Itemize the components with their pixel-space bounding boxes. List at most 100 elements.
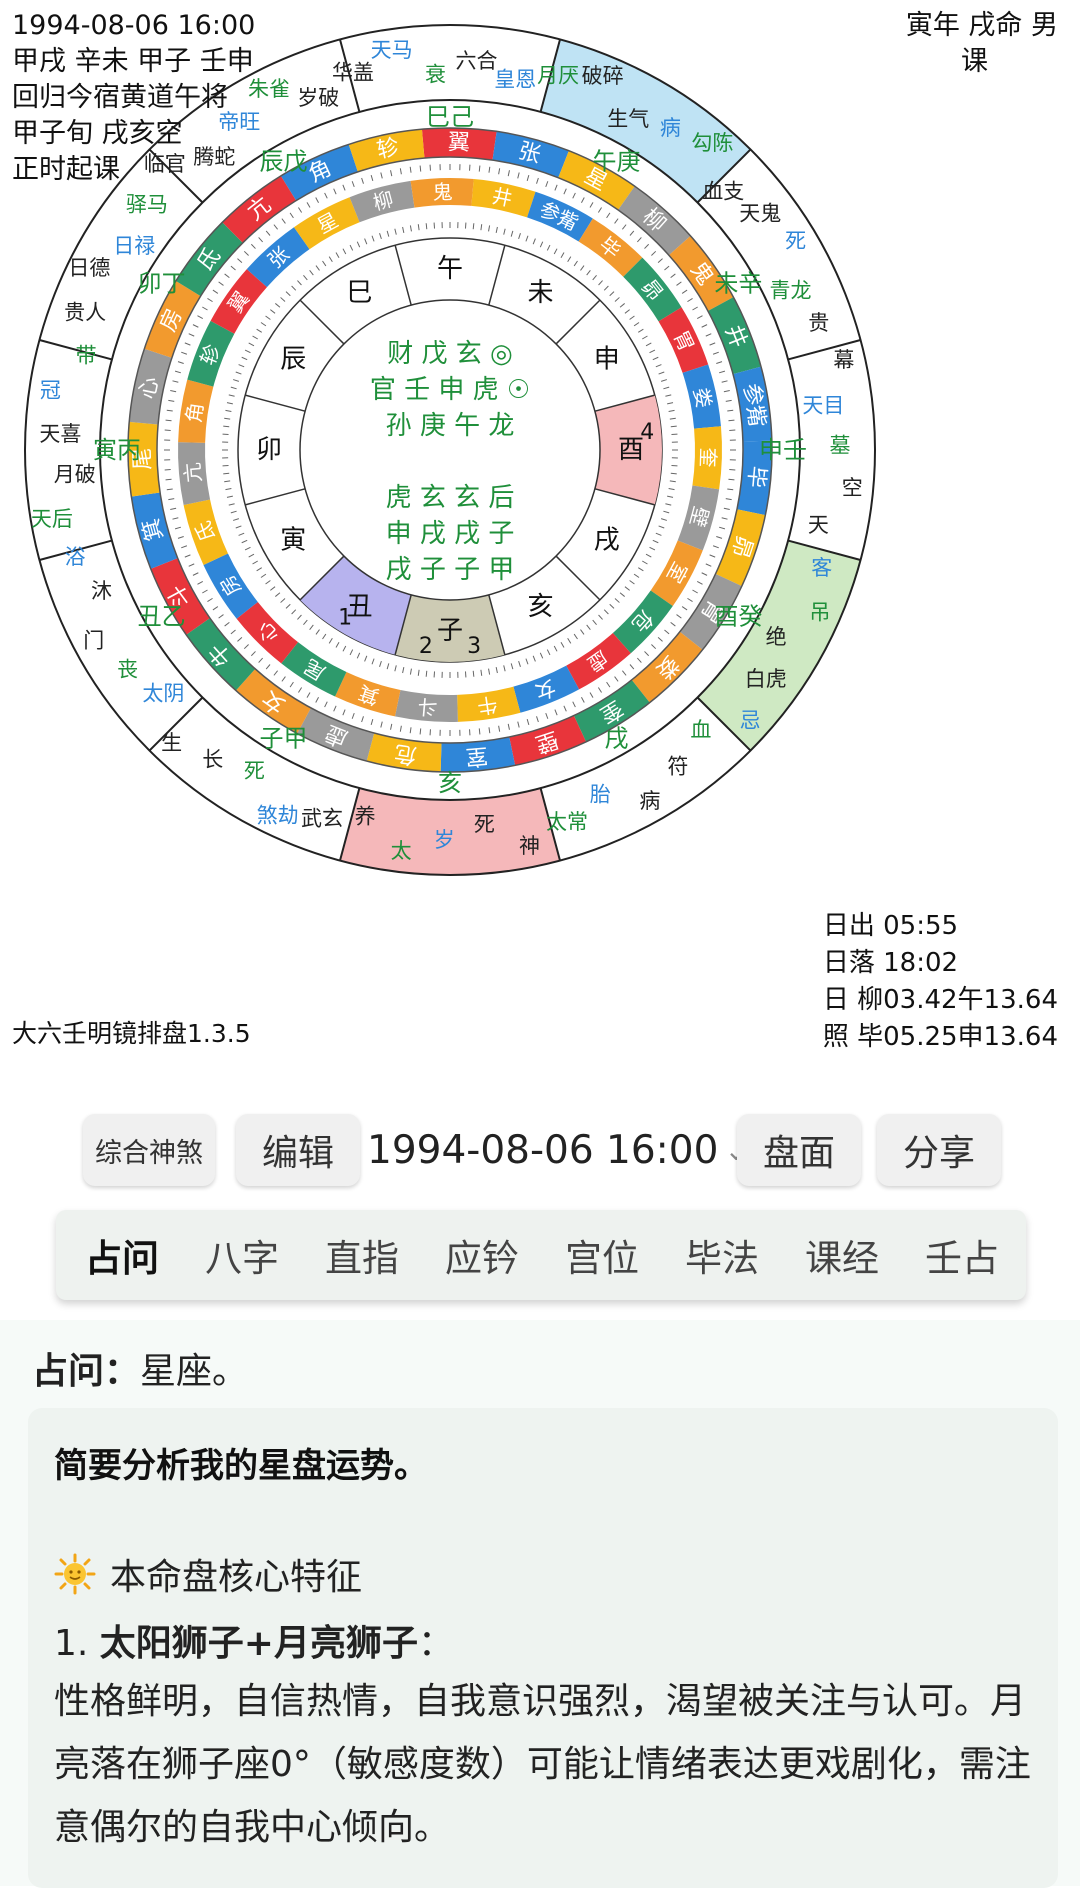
tick-mark [362, 716, 364, 722]
tick-mark [350, 650, 353, 655]
inner-mansion-label: 斗 [417, 694, 439, 720]
tick-mark [167, 489, 173, 490]
ring-label: 死 [785, 229, 806, 253]
tick-mark [213, 607, 218, 610]
tick-mark [266, 580, 271, 584]
tick-mark [420, 728, 421, 734]
tick-mark [481, 224, 482, 230]
tick-mark [540, 653, 542, 658]
tick-mark [519, 661, 521, 667]
tick-mark [511, 231, 513, 237]
tick-mark [527, 175, 529, 181]
tick-mark [223, 426, 229, 427]
tick-mark [702, 573, 707, 576]
tick-mark [166, 479, 172, 480]
tick-mark [231, 630, 236, 634]
tick-mark [728, 479, 734, 480]
outer-palace-label: 申壬 [759, 436, 807, 464]
tab-zhizhi[interactable]: 直指 [307, 1210, 417, 1300]
tick-mark [682, 290, 687, 293]
tick-mark [526, 236, 528, 242]
tick-mark [661, 380, 667, 382]
tick-mark [574, 634, 577, 639]
tick-mark [387, 663, 389, 669]
tick-mark [496, 227, 497, 233]
tick-mark [697, 581, 702, 584]
sun-icon [54, 1553, 96, 1595]
ring-label: 血支 [702, 180, 744, 204]
tick-mark [224, 481, 230, 482]
ring-label: 天目 [802, 394, 844, 418]
tick-mark [554, 249, 557, 254]
tick-mark [325, 193, 328, 198]
tick-mark [716, 362, 722, 364]
tick-mark [561, 253, 564, 258]
chart-pillars: 甲戌 辛未 甲子 壬申 [12, 44, 255, 80]
tick-mark [645, 651, 649, 655]
inner-mansion-label: 角 [181, 401, 208, 424]
shensha-button[interactable]: 综合神煞 [83, 1114, 215, 1186]
toolbar: 综合神煞 编辑 1994-08-06 16:00 ⌄ 盘面 分享 [0, 1110, 1080, 1190]
tick-mark [231, 511, 237, 513]
tick-mark [372, 236, 374, 242]
tab-kejing[interactable]: 课经 [787, 1210, 897, 1300]
tab-bifa[interactable]: 毕法 [667, 1210, 777, 1300]
tick-mark [504, 229, 505, 235]
ring-label: 天 [808, 513, 829, 537]
tick-mark [479, 166, 480, 172]
tick-mark [197, 581, 202, 584]
tick-mark [275, 303, 280, 307]
tick-mark [229, 395, 235, 396]
tick-mark [251, 244, 255, 248]
tab-yingqian[interactable]: 应钤 [427, 1210, 537, 1300]
ring-label: 沐 [91, 579, 112, 603]
tab-gongwei[interactable]: 宫位 [547, 1210, 657, 1300]
tab-bazi[interactable]: 八字 [187, 1210, 297, 1300]
tick-mark [724, 508, 730, 509]
ring-label: 带 [76, 343, 97, 367]
point-colon: ： [418, 1623, 454, 1664]
tick-mark [677, 282, 682, 286]
ring-label: 天后 [31, 507, 73, 531]
tick-mark [403, 227, 404, 233]
tick-mark [197, 316, 202, 319]
tick-mark [391, 170, 392, 176]
ring-label: 贵人 [64, 300, 106, 324]
tick-mark [170, 508, 176, 509]
chart-view-button[interactable]: 盘面 [737, 1114, 861, 1186]
tick-mark [630, 316, 635, 320]
tick-mark [189, 564, 194, 566]
tab-zhanwen[interactable]: 占问 [67, 1210, 177, 1300]
tick-mark [651, 251, 655, 255]
tick-mark [590, 202, 593, 207]
ring-label: 月厌 [537, 63, 579, 87]
outer-mansion-label: 危 [393, 740, 418, 768]
tick-mark [178, 537, 184, 539]
tick-mark [233, 380, 239, 382]
tick-mark [598, 687, 601, 692]
tick-mark [533, 656, 535, 662]
share-button[interactable]: 分享 [877, 1114, 1001, 1186]
tick-mark [671, 622, 676, 626]
tick-mark [418, 670, 419, 676]
tick-mark [225, 274, 230, 278]
tab-renzhan[interactable]: 壬占 [907, 1210, 1017, 1300]
ring-label: 符 [667, 754, 688, 778]
center-line: 孙 庚 午 龙 [386, 411, 515, 441]
outer-palace-label: 未辛 [714, 270, 762, 298]
tick-mark [667, 403, 673, 404]
tick-mark [193, 573, 198, 576]
tick-mark [722, 518, 728, 519]
tick-mark [236, 372, 242, 374]
tick-mark [259, 237, 263, 241]
edit-button[interactable]: 编辑 [236, 1114, 360, 1186]
tick-mark [620, 593, 625, 597]
tick-mark [410, 669, 411, 675]
marker-1: 1 [338, 605, 352, 630]
tick-mark [537, 178, 539, 184]
ring-label: 丧 [117, 657, 138, 681]
tick-mark [213, 290, 218, 293]
ring-label: 冠 [40, 378, 61, 402]
tick-mark [574, 261, 577, 266]
date-select[interactable]: 1994-08-06 16:00 ⌄ [367, 1120, 748, 1180]
